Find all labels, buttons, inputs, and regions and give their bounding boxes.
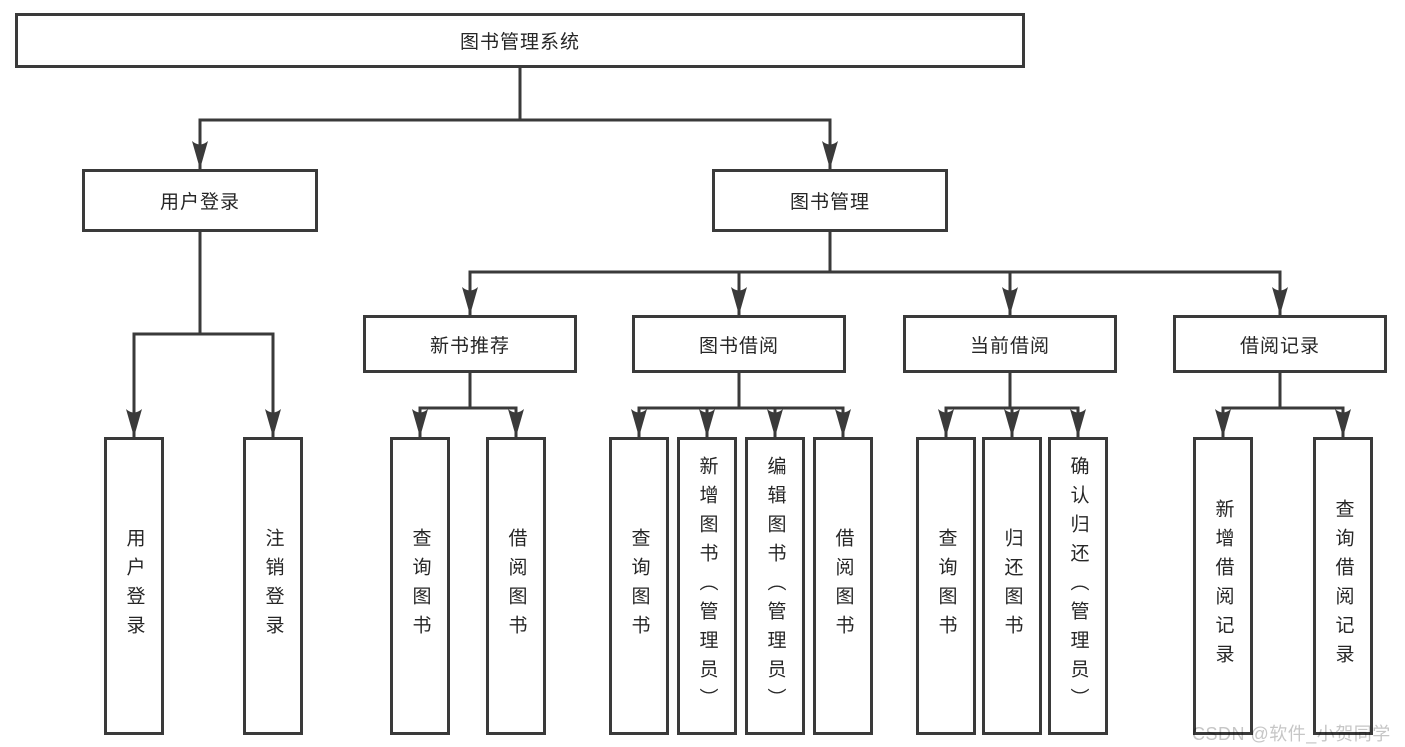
user-login-connectors (126, 230, 281, 439)
leaf-add-borrow-record-label: 新增借阅记录 (1212, 499, 1234, 673)
leaf-query-borrow-record-label: 查询借阅记录 (1332, 499, 1354, 673)
leaf-edit-books-admin-label: 编辑图书（管理员） (764, 455, 786, 717)
leaf-logout: 注销登录 (243, 437, 303, 735)
node-library-system: 图书管理系统 (15, 13, 1025, 68)
leaf-edit-books-admin: 编辑图书（管理员） (745, 437, 805, 735)
records-connectors (1215, 371, 1351, 439)
current-connectors (938, 371, 1086, 439)
leaf-return-books-label: 归还图书 (1001, 528, 1023, 644)
recommend-connectors (412, 371, 524, 439)
leaf-user-login-label: 用户登录 (123, 528, 145, 644)
leaf-query-books-current: 查询图书 (916, 437, 976, 735)
node-borrow-records: 借阅记录 (1173, 315, 1387, 373)
node-book-management-label: 图书管理 (789, 192, 870, 213)
leaf-add-borrow-record: 新增借阅记录 (1193, 437, 1253, 735)
node-book-borrow-label: 图书借阅 (698, 335, 779, 357)
leaf-logout-label: 注销登录 (262, 528, 284, 644)
leaf-query-books-borrow: 查询图书 (609, 437, 669, 735)
node-book-borrow: 图书借阅 (632, 315, 846, 373)
root-connectors (192, 66, 838, 171)
node-library-system-label: 图书管理系统 (459, 32, 580, 53)
node-book-management: 图书管理 (712, 169, 948, 232)
csdn-watermark: CSDN @软件_小贺同学 (1192, 724, 1391, 744)
leaf-query-books-recommend-label: 查询图书 (409, 528, 431, 644)
leaf-query-books-current-label: 查询图书 (935, 528, 957, 644)
leaf-query-books-borrow-label: 查询图书 (628, 528, 650, 644)
borrow-connectors (631, 371, 851, 439)
leaf-borrow-books-recommend-label: 借阅图书 (505, 528, 527, 644)
leaf-return-books: 归还图书 (982, 437, 1042, 735)
node-user-login-label: 用户登录 (159, 192, 240, 213)
leaf-query-books-recommend: 查询图书 (390, 437, 450, 735)
node-new-book-recommend-label: 新书推荐 (429, 335, 510, 357)
leaf-add-books-admin: 新增图书（管理员） (677, 437, 737, 735)
book-management-connectors (462, 230, 1288, 317)
leaf-confirm-return-admin: 确认归还（管理员） (1048, 437, 1108, 735)
node-borrow-records-label: 借阅记录 (1239, 335, 1320, 357)
node-current-borrow-label: 当前借阅 (969, 335, 1050, 357)
node-new-book-recommend: 新书推荐 (363, 315, 577, 373)
leaf-confirm-return-admin-label: 确认归还（管理员） (1067, 455, 1089, 717)
node-current-borrow: 当前借阅 (903, 315, 1117, 373)
leaf-query-borrow-record: 查询借阅记录 (1313, 437, 1373, 735)
leaf-add-books-admin-label: 新增图书（管理员） (696, 455, 718, 717)
leaf-borrow-books-label: 借阅图书 (832, 528, 854, 644)
leaf-borrow-books: 借阅图书 (813, 437, 873, 735)
leaf-user-login: 用户登录 (104, 437, 164, 735)
node-user-login: 用户登录 (82, 169, 318, 232)
leaf-borrow-books-recommend: 借阅图书 (486, 437, 546, 735)
